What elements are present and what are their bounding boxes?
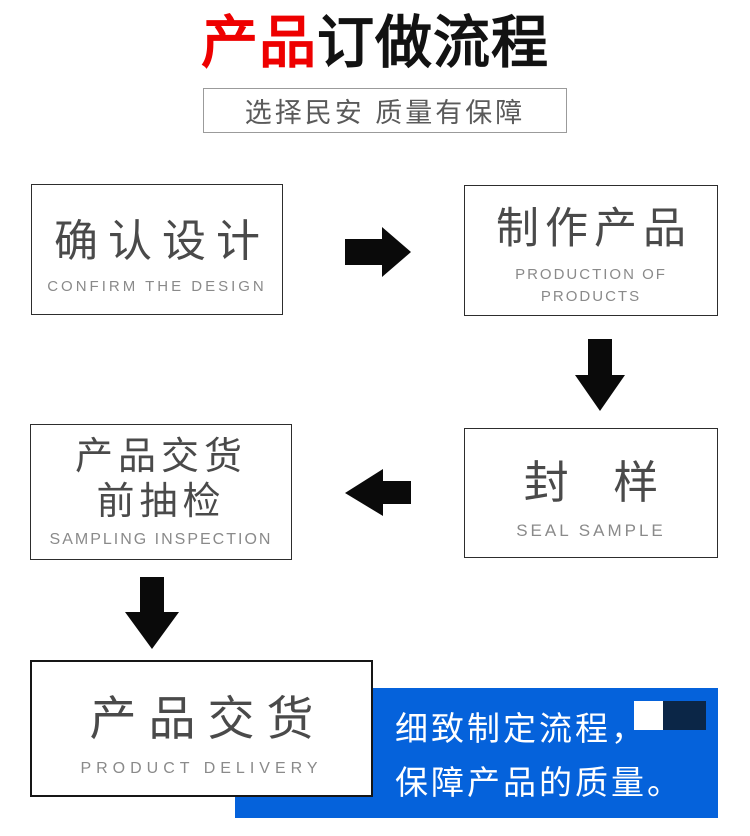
callout-line2: 保障产品的质量。 — [395, 764, 683, 801]
step-seal-sample-en: SEAL SAMPLE — [516, 520, 666, 540]
step-confirm-design-en: CONFIRM THE DESIGN — [47, 277, 267, 295]
subtitle-box: 选择民安 质量有保障 — [203, 88, 567, 133]
step-production-en-line2: PRODUCTS — [540, 287, 642, 305]
arrow-left-icon — [345, 469, 411, 516]
step-production-en: PRODUCTION OF PRODUCTS — [515, 264, 667, 308]
step-production: 制作产品 PRODUCTION OF PRODUCTS — [464, 185, 718, 316]
step-sampling-zh-line2: 前抽检 — [96, 481, 226, 523]
decor-navy-square — [663, 701, 706, 730]
step-sampling-inspection-zh: 产品交货 前抽检 — [75, 435, 247, 525]
step-product-delivery: 产品交货 PRODUCT DELIVERY — [30, 660, 373, 797]
arrow-right-icon — [345, 227, 411, 277]
decor-white-square — [634, 701, 663, 730]
page-title-rest: 订做流程 — [317, 11, 549, 75]
step-confirm-design-zh: 确认设计 — [54, 216, 270, 266]
callout-line1: 细致制定流程， — [395, 710, 647, 747]
step-production-zh: 制作产品 — [496, 204, 692, 253]
step-sampling-inspection: 产品交货 前抽检 SAMPLING INSPECTION — [30, 424, 292, 560]
step-seal-sample-zh: 封 样 — [523, 456, 675, 508]
subtitle-text: 选择民安 质量有保障 — [244, 98, 526, 128]
arrow-down-icon — [575, 339, 625, 411]
step-seal-sample: 封 样 SEAL SAMPLE — [464, 428, 718, 558]
step-product-delivery-en: PRODUCT DELIVERY — [80, 759, 323, 777]
page-title-highlight: 产品 — [201, 11, 317, 75]
step-sampling-zh-line1: 产品交货 — [74, 436, 247, 479]
arrow-down-icon — [125, 577, 179, 649]
step-confirm-design: 确认设计 CONFIRM THE DESIGN — [31, 184, 283, 315]
step-sampling-inspection-en: SAMPLING INSPECTION — [49, 530, 273, 548]
step-product-delivery-zh: 产品交货 — [89, 691, 326, 745]
step-production-en-line1: PRODUCTION OF — [515, 265, 667, 283]
page-title: 产品订做流程 — [0, 12, 750, 75]
